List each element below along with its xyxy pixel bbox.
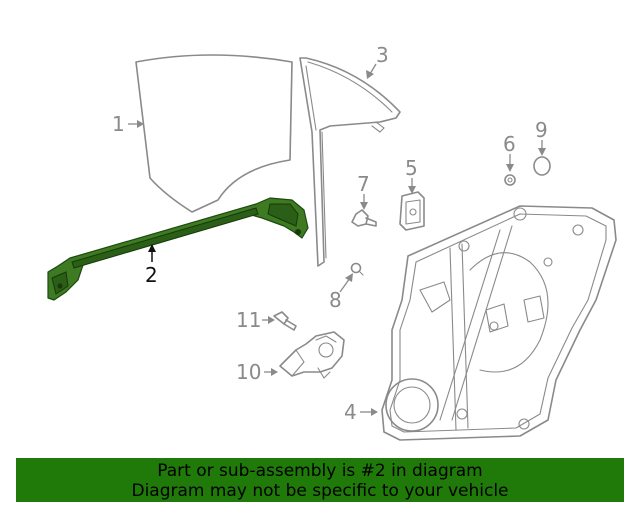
callout-3: 3 xyxy=(376,43,389,67)
screw-part-8 xyxy=(350,262,364,276)
glass-run-channel-part-3 xyxy=(299,57,401,267)
callout-6: 6 xyxy=(503,132,516,156)
banner-line-disclaimer: Diagram may not be specific to your vehi… xyxy=(131,481,509,501)
callout-4: 4 xyxy=(344,400,357,424)
part-info-banner: Part or sub-assembly is #2 in diagram Di… xyxy=(16,458,624,502)
nut-part-6 xyxy=(504,174,516,186)
plug-part-9 xyxy=(533,156,551,176)
window-motor-part-10 xyxy=(279,331,345,379)
bracket-part-5 xyxy=(399,191,425,231)
bolt-part-7 xyxy=(351,209,377,227)
callout-5: 5 xyxy=(405,156,418,180)
callout-7: 7 xyxy=(357,172,370,196)
callout-10: 10 xyxy=(236,360,261,384)
callout-1: 1 xyxy=(112,112,125,136)
callout-2: 2 xyxy=(145,263,158,287)
door-module-carrier-part-4 xyxy=(381,205,617,441)
window-regulator-rail-part-2 xyxy=(47,197,309,301)
bolt-part-11 xyxy=(273,311,297,331)
banner-line-part-number: Part or sub-assembly is #2 in diagram xyxy=(157,461,483,481)
leader-lines xyxy=(128,63,546,416)
callout-9: 9 xyxy=(535,118,548,142)
door-glass-part-1 xyxy=(135,54,293,213)
callout-8: 8 xyxy=(329,288,342,312)
parts-diagram: 1 2 3 4 5 6 7 8 9 10 11 xyxy=(47,43,617,441)
callout-11: 11 xyxy=(236,308,261,332)
